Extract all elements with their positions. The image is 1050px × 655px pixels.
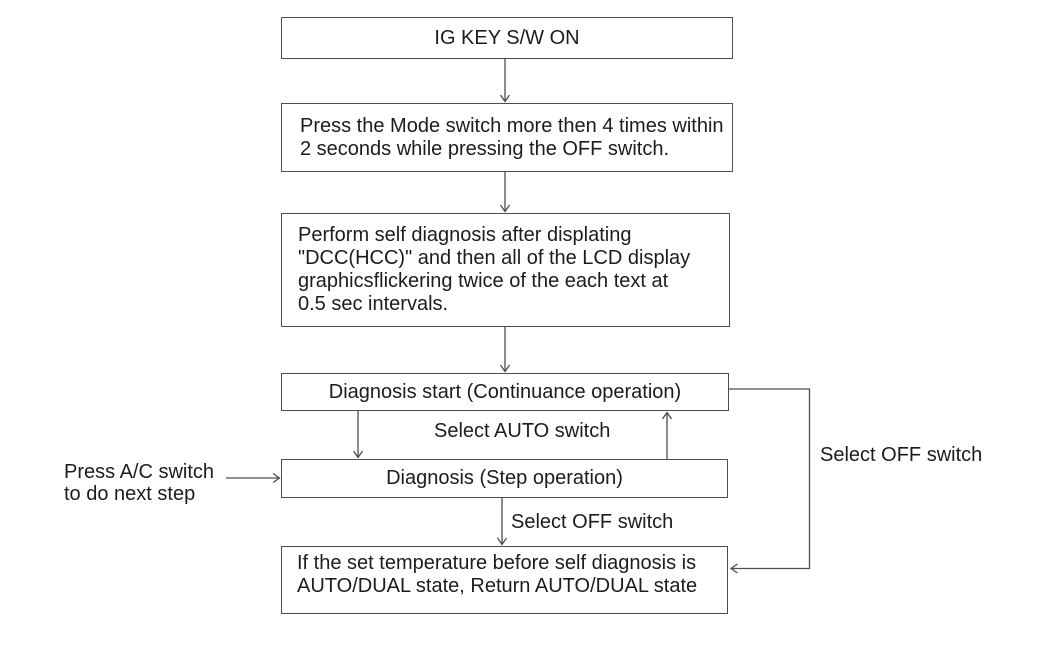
box-press-mode-switch: Press the Mode switch more then 4 times …	[281, 103, 733, 172]
arrow-down-igkey-to-pressmode	[499, 59, 511, 103]
label-press-ac-line1: Press A/C switch	[64, 461, 215, 483]
label-select-auto-switch: Select AUTO switch	[434, 420, 611, 442]
arrow-down-diagstart-to-diagstep	[352, 411, 364, 459]
label-select-off-switch-step: Select OFF switch	[511, 511, 674, 533]
box-press-mode-line1: Press the Mode switch more then 4 times …	[300, 115, 724, 137]
box-diagnosis-start: Diagnosis start (Continuance operation)	[281, 373, 729, 411]
arrow-down-pressmode-to-perform	[499, 172, 511, 213]
arrow-up-diagstep-to-diagstart	[661, 411, 673, 459]
box-diagnosis-step: Diagnosis (Step operation)	[281, 459, 728, 498]
box-diagnosis-start-text: Diagnosis start (Continuance operation)	[328, 380, 682, 403]
box-perform-line1: Perform self diagnosis after displating	[298, 224, 632, 246]
arrow-right-pressac-to-diagstep	[226, 472, 281, 484]
box-press-mode-line2: 2 seconds while pressing the OFF switch.	[300, 138, 670, 160]
label-press-ac-line2: to do next step	[64, 483, 196, 505]
box-perform-line4: 0.5 sec intervals.	[298, 293, 449, 315]
arrow-loop-diagstart-to-return	[729, 388, 811, 574]
box-perform-line3: graphicsflickering twice of the each tex…	[298, 270, 669, 292]
box-return-auto-dual: If the set temperature before self diagn…	[281, 546, 728, 614]
arrow-down-perform-to-diagstart	[499, 327, 511, 373]
box-perform-self-diagnosis: Perform self diagnosis after displating …	[281, 213, 730, 327]
box-diagnosis-step-text: Diagnosis (Step operation)	[386, 467, 623, 489]
box-ig-key-on: IG KEY S/W ON	[281, 17, 733, 59]
label-select-off-switch-loop: Select OFF switch	[820, 444, 983, 466]
box-perform-line2: "DCC(HCC)" and then all of the LCD displ…	[298, 247, 691, 269]
box-return-line2: AUTO/DUAL state, Return AUTO/DUAL state	[297, 575, 698, 597]
arrow-down-diagstep-to-return	[496, 498, 508, 546]
box-ig-key-on-text: IG KEY S/W ON	[434, 26, 580, 49]
box-return-line1: If the set temperature before self diagn…	[297, 552, 697, 574]
label-press-ac-switch: Press A/C switch to do next step	[64, 461, 214, 505]
